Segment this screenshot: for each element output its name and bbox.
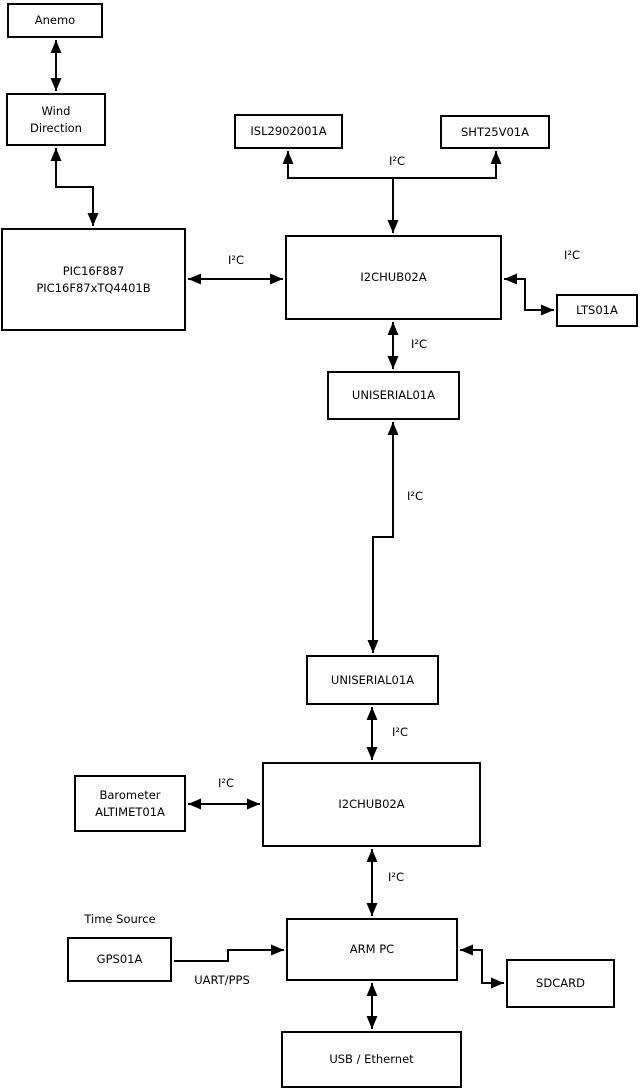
node-pic-microcontroller: PIC16F887 PIC16F87xTQ4401B bbox=[1, 228, 186, 331]
edge-label-uart-pps: UART/PPS bbox=[194, 973, 250, 987]
node-uniserial-bottom-label: UNISERIAL01A bbox=[330, 672, 415, 687]
node-wind-direction-label-line1: Wind bbox=[41, 104, 71, 119]
node-i2chub-top: I2CHUB02A bbox=[285, 235, 502, 320]
node-wind-direction-label-line2: Direction bbox=[30, 120, 82, 135]
node-isl2902001a: ISL2902001A bbox=[234, 114, 343, 149]
node-usb-ethernet: USB / Ethernet bbox=[281, 1031, 462, 1088]
edge-label-i2c-hub-lts: I²C bbox=[563, 248, 581, 262]
node-barometer-label-line2: ALTIMET01A bbox=[95, 804, 165, 819]
node-uniserial-bottom: UNISERIAL01A bbox=[306, 655, 439, 705]
edge-label-i2c-barometer-hub: I²C bbox=[217, 776, 235, 790]
node-arm-pc-label: ARM PC bbox=[349, 942, 395, 957]
edge-label-i2c-uniserial-hub-bottom: I²C bbox=[391, 725, 409, 739]
node-uniserial-top-label: UNISERIAL01A bbox=[351, 388, 436, 403]
node-barometer-label-line1: Barometer bbox=[99, 788, 161, 803]
node-lts01a-label: LTS01A bbox=[576, 303, 618, 318]
node-pic-label-line1: PIC16F887 bbox=[62, 264, 125, 279]
node-gps01a-label: GPS01A bbox=[96, 952, 143, 967]
node-i2chub-top-label: I2CHUB02A bbox=[360, 270, 427, 285]
node-i2chub-bottom-label: I2CHUB02A bbox=[338, 797, 405, 812]
node-wind-direction: Wind Direction bbox=[6, 93, 106, 146]
node-sht25v01a: SHT25V01A bbox=[440, 115, 550, 149]
node-lts01a: LTS01A bbox=[556, 294, 638, 327]
edge-label-i2c-sensor-branch: I²C bbox=[388, 154, 406, 168]
node-sdcard-label: SDCARD bbox=[536, 976, 585, 991]
edge-label-i2c-uniserial-link: I²C bbox=[406, 489, 424, 503]
node-isl2902001a-label: ISL2902001A bbox=[250, 124, 327, 139]
edge-label-time-source: Time Source bbox=[84, 912, 156, 926]
connector-i2chub-top-lts bbox=[504, 273, 554, 316]
node-sht25v01a-label: SHT25V01A bbox=[461, 124, 529, 139]
node-uniserial-top: UNISERIAL01A bbox=[327, 371, 460, 420]
node-anemometer-label: Anemo bbox=[34, 13, 76, 28]
edge-label-i2c-hub-armpc: I²C bbox=[387, 870, 405, 884]
node-barometer: Barometer ALTIMET01A bbox=[74, 775, 186, 832]
node-pic-label-line2: PIC16F87xTQ4401B bbox=[36, 280, 151, 295]
edge-label-i2c-hub-uniserial-top: I²C bbox=[410, 337, 428, 351]
node-anemometer: Anemo bbox=[7, 3, 103, 38]
connector-wind-pic bbox=[50, 148, 99, 226]
connector-armpc-sdcard bbox=[460, 944, 504, 989]
node-arm-pc: ARM PC bbox=[286, 918, 458, 981]
connector-gps-armpc bbox=[174, 944, 284, 962]
node-usb-ethernet-label: USB / Ethernet bbox=[329, 1052, 414, 1067]
edge-label-i2c-pic-hub: I²C bbox=[227, 253, 245, 267]
node-i2chub-bottom: I2CHUB02A bbox=[262, 762, 481, 847]
connector-uniserial-top-uniserial-bottom bbox=[367, 422, 399, 653]
node-sdcard: SDCARD bbox=[506, 959, 615, 1008]
node-gps01a: GPS01A bbox=[67, 937, 172, 982]
